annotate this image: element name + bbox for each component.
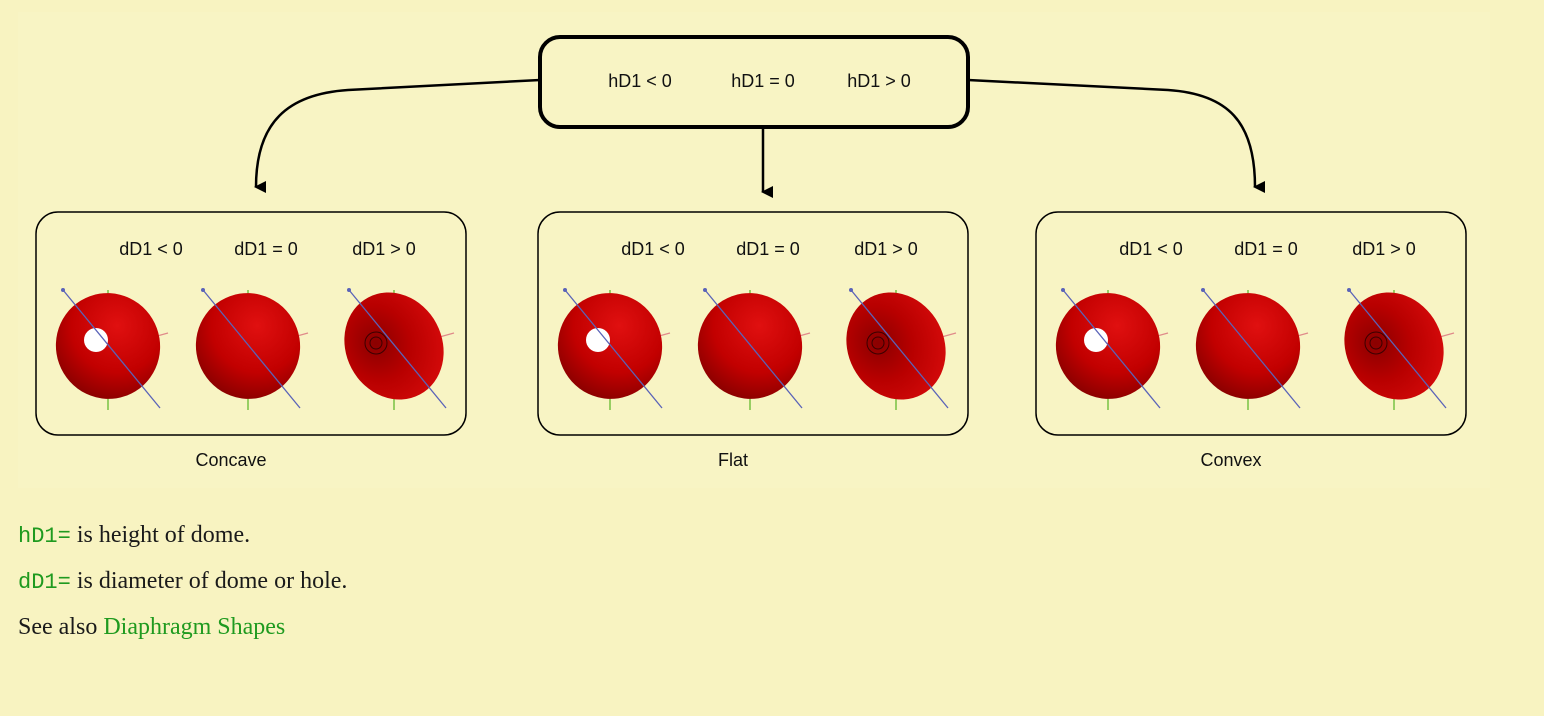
- y-axis-line: [1062, 289, 1161, 409]
- diameter-label-flat-0: dD1 < 0: [621, 239, 685, 259]
- center-hole: [1084, 328, 1108, 352]
- diameter-label-convex-2: dD1 > 0: [1352, 239, 1416, 259]
- group-concave: dD1 < 0 dD1 = 0 dD1 > 0 Concave: [35, 211, 467, 470]
- diaphragm-disk: [1344, 292, 1444, 400]
- axis-endpoint: [703, 288, 707, 292]
- group-convex: dD1 < 0 dD1 = 0 dD1 > 0 Convex: [1035, 211, 1467, 470]
- dome-ring-inner: [369, 336, 383, 350]
- y-axis-line: [348, 289, 447, 409]
- center-hole: [84, 328, 108, 352]
- axis-endpoint: [563, 288, 567, 292]
- diaphragm-disk: [55, 293, 161, 399]
- note-see-also: See also Diaphragm Shapes: [18, 610, 347, 644]
- disk-render-flat-0: [557, 288, 671, 410]
- diameter-label-concave-2: dD1 > 0: [352, 239, 416, 259]
- diaphragm-disk: [1055, 293, 1161, 399]
- axis-endpoint: [1347, 288, 1351, 292]
- y-axis-line: [850, 289, 949, 409]
- disk-render-flat-2: [846, 288, 957, 410]
- axis-endpoint: [1201, 288, 1205, 292]
- note-diameter: dD1= is diameter of dome or hole.: [18, 564, 347, 600]
- connector-to-concave: [254, 78, 541, 194]
- axis-endpoint: [201, 288, 205, 292]
- diaphragm-disk: [1195, 293, 1301, 399]
- term-dd1: dD1=: [18, 570, 71, 595]
- diameter-label-concave-1: dD1 = 0: [234, 239, 298, 259]
- axis-endpoint: [1061, 288, 1065, 292]
- axis-endpoint: [61, 288, 65, 292]
- diaphragm-disk: [846, 292, 946, 400]
- diameter-label-convex-1: dD1 = 0: [1234, 239, 1298, 259]
- axis-endpoint: [347, 288, 351, 292]
- axis-endpoint: [849, 288, 853, 292]
- y-axis-line: [62, 289, 161, 409]
- disk-render-concave-2: [344, 288, 455, 410]
- disk-render-concave-1: [195, 288, 309, 410]
- diaphragm-shapes-link[interactable]: Diaphragm Shapes: [103, 614, 286, 640]
- disk-render-flat-1: [697, 288, 811, 410]
- disk-render-convex-2: [1344, 288, 1455, 410]
- term-hd1: hD1=: [18, 524, 71, 549]
- note-height-text: is height of dome.: [70, 522, 251, 548]
- diameter-label-convex-0: dD1 < 0: [1119, 239, 1183, 259]
- group-caption-convex: Convex: [1200, 450, 1261, 470]
- root-condition-hd1-negative: hD1 < 0: [608, 71, 672, 91]
- group-box-convex: [1035, 211, 1467, 436]
- group-caption-concave: Concave: [195, 450, 266, 470]
- diameter-label-concave-0: dD1 < 0: [119, 239, 183, 259]
- y-axis-line: [564, 289, 663, 409]
- diaphragm-disk: [697, 293, 803, 399]
- note-height: hD1= is height of dome.: [18, 518, 347, 554]
- diaphragm-disk: [557, 293, 663, 399]
- group-caption-flat: Flat: [718, 450, 748, 470]
- disk-render-convex-0: [1055, 288, 1169, 410]
- diaphragm-disk: [195, 293, 301, 399]
- y-axis-line: [704, 289, 803, 409]
- y-axis-line: [1202, 289, 1301, 409]
- dome-ring-outer: [364, 331, 388, 355]
- disk-render-convex-1: [1195, 288, 1309, 410]
- dome-ring-inner: [871, 336, 885, 350]
- disk-render-concave-0: [55, 288, 169, 410]
- diameter-label-flat-2: dD1 > 0: [854, 239, 918, 259]
- legend-notes: hD1= is height of dome. dD1= is diameter…: [18, 518, 347, 654]
- diaphragm-disk: [344, 292, 444, 400]
- diameter-label-flat-1: dD1 = 0: [736, 239, 800, 259]
- group-box-flat: [537, 211, 969, 436]
- center-hole: [586, 328, 610, 352]
- connector-to-convex: [967, 78, 1266, 193]
- group-box-concave: [35, 211, 467, 436]
- note-diameter-text: is diameter of dome or hole.: [70, 568, 348, 594]
- dome-ring-inner: [1369, 336, 1383, 350]
- root-condition-hd1-positive: hD1 > 0: [847, 71, 911, 91]
- dome-ring-outer: [1364, 331, 1388, 355]
- root-condition-hd1-zero: hD1 = 0: [731, 71, 795, 91]
- y-axis-line: [1348, 289, 1447, 409]
- group-flat: dD1 < 0 dD1 = 0 dD1 > 0 Flat: [537, 211, 969, 470]
- see-also-prefix: See also: [18, 614, 104, 640]
- dome-ring-outer: [866, 331, 890, 355]
- root-node: [538, 35, 970, 129]
- y-axis-line: [202, 289, 301, 409]
